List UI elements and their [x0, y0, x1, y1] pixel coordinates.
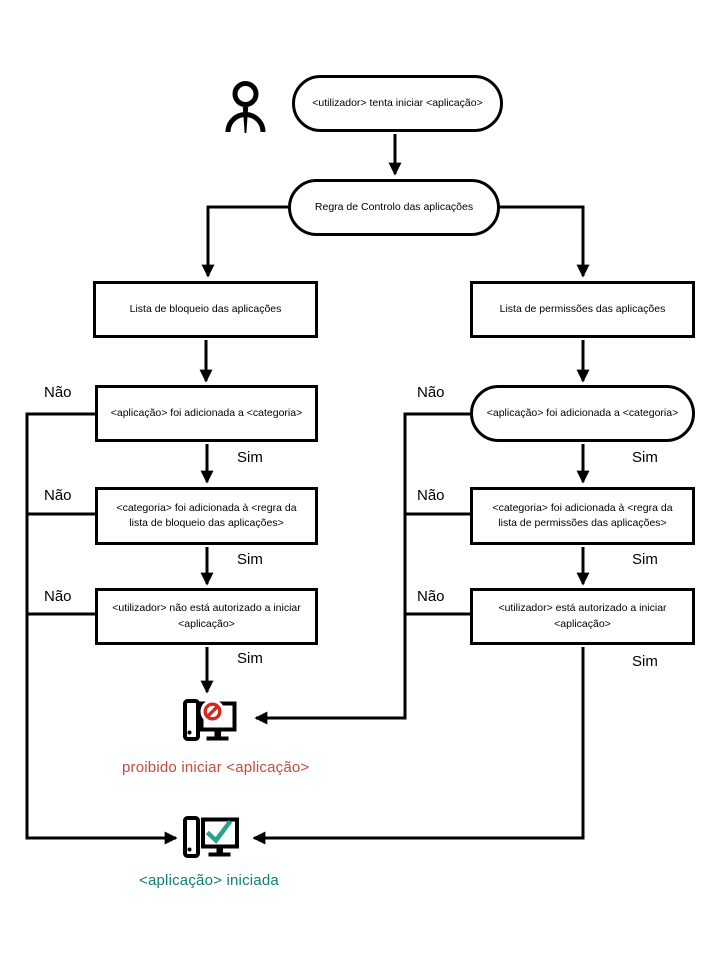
blocked-result-caption: proibido iniciar <aplicação>	[122, 759, 310, 776]
user-icon	[225, 81, 266, 133]
user-tie	[242, 107, 249, 133]
started-computer-icon	[183, 816, 239, 858]
edge-allow-no-trunk-to-blocked	[254, 412, 470, 725]
label-yes-block-q3: Sim	[237, 650, 263, 667]
node-allow-category-in-rule: <categoria> foi adicionada à <regra da l…	[470, 487, 695, 545]
started-result-caption: <aplicação> iniciada	[139, 872, 279, 889]
label-yes-allow-q3: Sim	[632, 653, 658, 670]
label-yes-block-q2: Sim	[237, 551, 263, 568]
node-block-app-in-category: <aplicação> foi adicionada a <categoria>	[95, 385, 318, 442]
edge-rule-to-allowlist	[499, 205, 590, 278]
edge-block-no-trunk-to-started	[25, 412, 178, 845]
label-yes-allow-q2: Sim	[632, 551, 658, 568]
edges	[25, 134, 590, 845]
blocked-computer-icon	[183, 699, 237, 741]
node-allow-app-in-category: <aplicação> foi adicionada a <categoria>	[470, 385, 695, 442]
label-no-allow-q3: Não	[417, 588, 445, 605]
node-allowlist: Lista de permissões das aplicações	[470, 281, 695, 338]
label-yes-allow-q1: Sim	[632, 449, 658, 466]
node-rule: Regra de Controlo das aplicações	[288, 179, 500, 236]
node-block-user-not-allowed: <utilizador> não está autorizado a inici…	[95, 588, 318, 645]
node-blocklist: Lista de bloqueio das aplicações	[93, 281, 318, 338]
prohibit-slash-icon	[205, 704, 220, 719]
label-no-allow-q1: Não	[417, 384, 445, 401]
label-yes-block-q1: Sim	[237, 449, 263, 466]
label-no-block-q3: Não	[44, 588, 72, 605]
node-start: <utilizador> tenta iniciar <aplicação>	[292, 75, 503, 132]
edge-rule-to-blocklist	[201, 205, 289, 278]
node-block-category-in-rule: <categoria> foi adicionada à <regra da l…	[95, 487, 318, 545]
check-mark-icon	[205, 819, 233, 844]
node-allow-user-allowed: <utilizador> está autorizado a iniciar <…	[470, 588, 695, 645]
label-no-block-q1: Não	[44, 384, 72, 401]
label-no-allow-q2: Não	[417, 487, 445, 504]
label-no-block-q2: Não	[44, 487, 72, 504]
edge-allow-q3-yes-to-started	[252, 647, 585, 845]
